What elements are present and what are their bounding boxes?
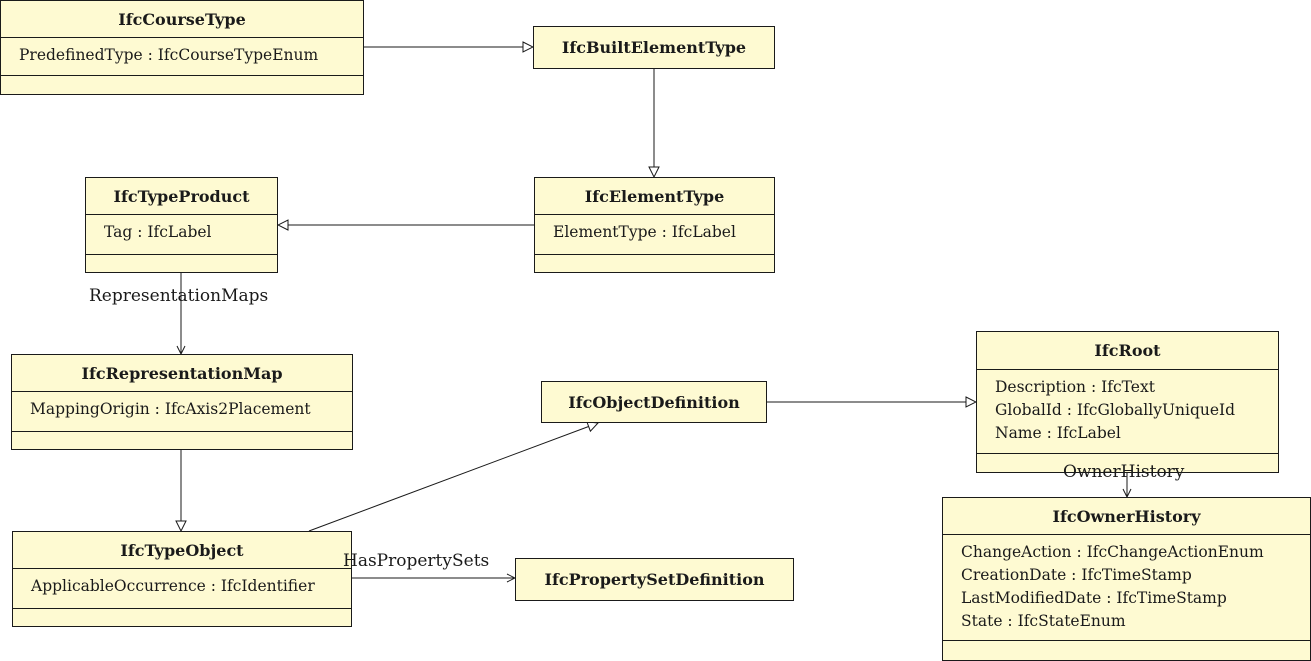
class-ifcrepresentationmap[interactable]: IfcRepresentationMap MappingOrigin : Ifc… bbox=[11, 354, 353, 450]
attribute: ElementType : IfcLabel bbox=[553, 223, 736, 241]
operations-compartment bbox=[12, 431, 352, 450]
attribute: State : IfcStateEnum bbox=[961, 612, 1126, 630]
class-ifcpropertysetdefinition[interactable]: IfcPropertySetDefinition bbox=[515, 558, 794, 601]
class-name: IfcRepresentationMap bbox=[81, 363, 283, 383]
attribute-list: MappingOrigin : IfcAxis2Placement bbox=[12, 391, 352, 431]
class-ifctypeproduct[interactable]: IfcTypeProduct Tag : IfcLabel bbox=[85, 177, 278, 273]
class-ifccoursetype[interactable]: IfcCourseType PredefinedType : IfcCourse… bbox=[0, 0, 364, 95]
operations-compartment bbox=[13, 608, 351, 627]
class-name: IfcCourseType bbox=[118, 9, 246, 29]
operations-compartment bbox=[943, 640, 1310, 661]
class-ifctypeobject[interactable]: IfcTypeObject ApplicableOccurrence : Ifc… bbox=[12, 531, 352, 627]
attribute: MappingOrigin : IfcAxis2Placement bbox=[30, 400, 311, 418]
class-ifcobjectdefinition[interactable]: IfcObjectDefinition bbox=[541, 381, 767, 423]
attribute: PredefinedType : IfcCourseTypeEnum bbox=[19, 46, 319, 64]
association-label-haspropertysets: HasPropertySets bbox=[343, 551, 490, 571]
class-name: IfcObjectDefinition bbox=[568, 392, 740, 412]
class-name: IfcElementType bbox=[584, 186, 725, 206]
attribute: GlobalId : IfcGloballyUniqueId bbox=[995, 401, 1236, 419]
attribute: Name : IfcLabel bbox=[995, 424, 1121, 442]
generalization-typeobject-objectdefinition bbox=[308, 423, 598, 532]
association-label-ownerhistory: OwnerHistory bbox=[1063, 462, 1185, 482]
attribute-list: Tag : IfcLabel bbox=[86, 214, 277, 254]
attribute: ApplicableOccurrence : IfcIdentifier bbox=[31, 577, 315, 595]
operations-compartment bbox=[86, 254, 277, 273]
class-name: IfcBuiltElementType bbox=[561, 38, 747, 57]
operations-compartment bbox=[1, 75, 363, 95]
operations-compartment bbox=[535, 254, 774, 273]
attribute: LastModifiedDate : IfcTimeStamp bbox=[961, 589, 1227, 607]
attribute-list: ChangeAction : IfcChangeActionEnum Creat… bbox=[943, 534, 1310, 640]
class-name: IfcTypeProduct bbox=[113, 186, 250, 206]
class-name: IfcTypeObject bbox=[120, 540, 244, 560]
attribute-list: PredefinedType : IfcCourseTypeEnum bbox=[1, 37, 363, 75]
class-name: IfcPropertySetDefinition bbox=[544, 570, 765, 589]
class-name: IfcRoot bbox=[1094, 341, 1161, 360]
attribute-list: Description : IfcText GlobalId : IfcGlob… bbox=[977, 369, 1278, 453]
association-label-representationmaps: RepresentationMaps bbox=[89, 286, 269, 306]
class-ifcownerhistory[interactable]: IfcOwnerHistory ChangeAction : IfcChange… bbox=[942, 497, 1311, 661]
attribute-list: ElementType : IfcLabel bbox=[535, 214, 774, 254]
attribute-list: ApplicableOccurrence : IfcIdentifier bbox=[13, 568, 351, 608]
attribute: ChangeAction : IfcChangeActionEnum bbox=[961, 543, 1264, 561]
class-ifcroot[interactable]: IfcRoot Description : IfcText GlobalId :… bbox=[976, 331, 1279, 473]
class-ifcelementtype[interactable]: IfcElementType ElementType : IfcLabel bbox=[534, 177, 775, 273]
attribute: CreationDate : IfcTimeStamp bbox=[961, 566, 1192, 584]
attribute: Tag : IfcLabel bbox=[104, 223, 212, 241]
attribute: Description : IfcText bbox=[995, 378, 1155, 396]
operations-compartment bbox=[977, 453, 1278, 473]
class-ifcbuiltelementtype[interactable]: IfcBuiltElementType bbox=[533, 26, 775, 69]
class-name: IfcOwnerHistory bbox=[1052, 506, 1201, 526]
